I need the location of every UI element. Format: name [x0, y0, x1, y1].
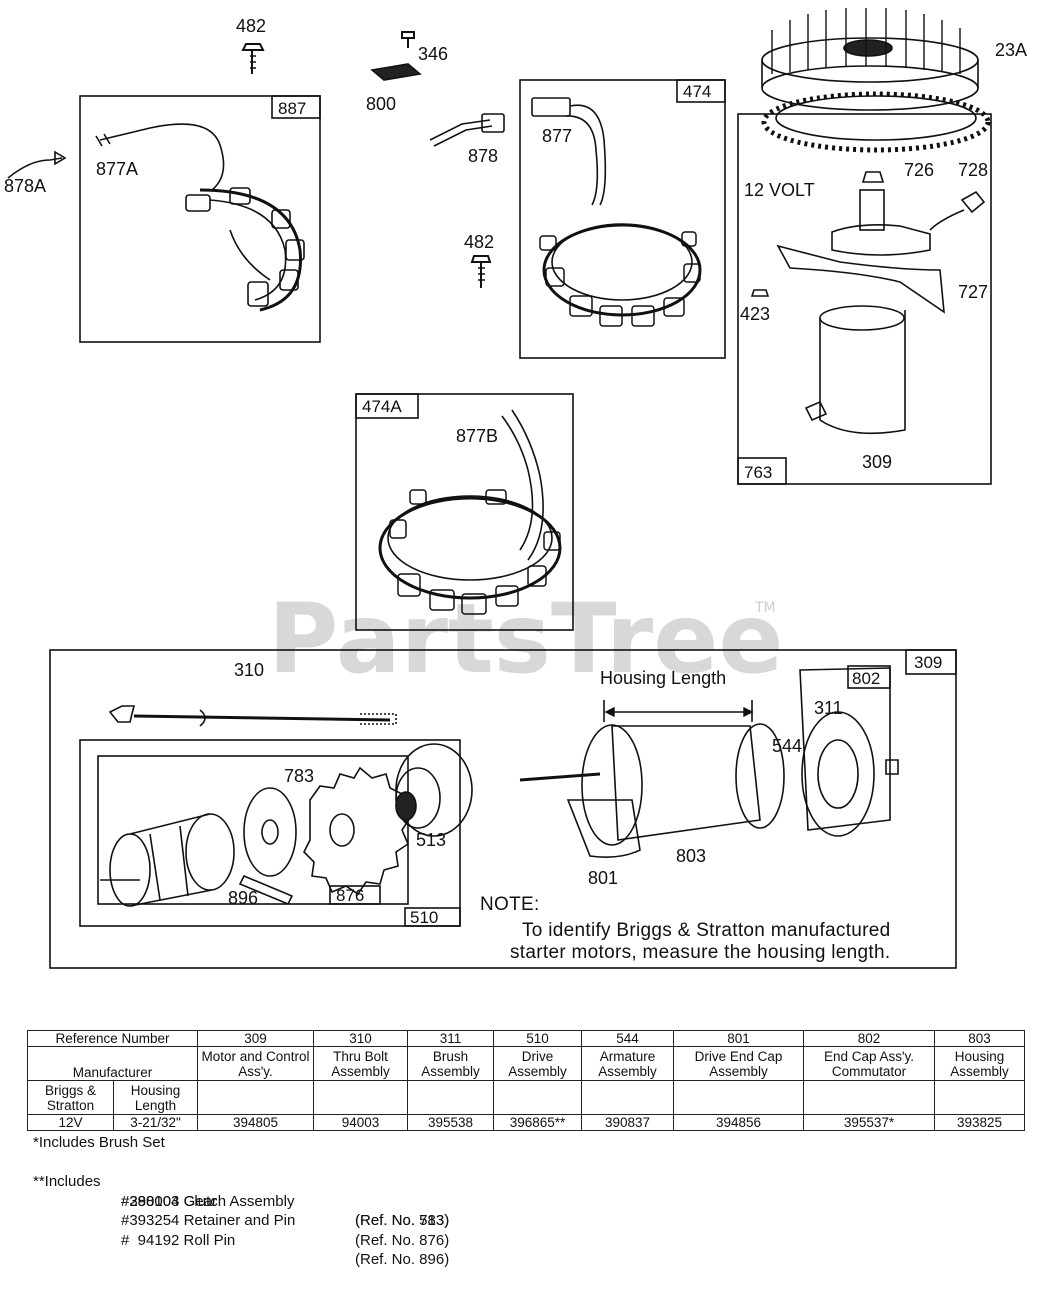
name-310: Thru Bolt Assembly: [313, 1046, 408, 1081]
footnote-brush-set: *Includes Brush Set: [33, 1134, 165, 1151]
label-housing-length: Housing Length: [600, 668, 726, 688]
box-474: [519, 79, 726, 359]
label-887: 887: [278, 99, 306, 118]
reference-table: Reference Number 309 310 311 510 544 801…: [27, 1030, 1025, 1131]
part-310: 94003: [313, 1114, 408, 1131]
part-309: 394805: [197, 1114, 314, 1131]
name-544: Armature Assembly: [581, 1046, 674, 1081]
briggs-stratton-header: Briggs & Stratton: [27, 1080, 114, 1115]
label-309-box: 309: [914, 653, 942, 672]
label-482-top: 482: [236, 16, 266, 36]
label-310: 310: [234, 660, 264, 680]
box-474a: [355, 393, 574, 631]
label-309-motor: 309: [862, 452, 892, 472]
note-line-1: To identify Briggs & Stratton manufactur…: [522, 920, 891, 941]
label-423: 423: [740, 304, 770, 324]
label-482-lower: 482: [464, 232, 494, 252]
ref-803: 803: [934, 1030, 1025, 1047]
footnote-item-part: # 94192 Roll Pin: [121, 1231, 236, 1249]
label-311: 311: [814, 698, 843, 718]
label-513: 513: [416, 830, 446, 850]
label-783: 783: [284, 766, 314, 786]
label-510: 510: [410, 908, 438, 927]
footnote-item-ref: (Ref. No. 783): [355, 1212, 450, 1229]
label-727: 727: [958, 282, 988, 302]
label-803: 803: [676, 846, 706, 866]
footnote-item-part: #280104 Gear: [121, 1192, 217, 1210]
manufacturer-header: Manufacturer: [27, 1046, 198, 1081]
label-876: 876: [336, 886, 364, 905]
box-309: [49, 649, 957, 969]
part-802: 395537*: [803, 1114, 935, 1131]
label-23a: 23A: [995, 40, 1027, 60]
ref-number-header: Reference Number: [27, 1030, 198, 1047]
note-title: NOTE:: [480, 894, 540, 915]
row-volt: 12V: [27, 1114, 114, 1131]
label-877: 877: [542, 126, 572, 146]
label-802: 802: [852, 669, 880, 688]
label-474a: 474A: [362, 397, 402, 416]
ref-310: 310: [313, 1030, 408, 1047]
name-803: Housing Assembly: [934, 1046, 1025, 1081]
housing-length-header: Housing Length: [113, 1080, 198, 1115]
footnote-item-part: #398003 Clutch Assembly: [121, 1192, 295, 1210]
label-544: 544: [772, 736, 802, 756]
box-763: [737, 113, 992, 485]
name-311: Brush Assembly: [407, 1046, 494, 1081]
ref-311: 311: [407, 1030, 494, 1047]
label-726: 726: [904, 160, 934, 180]
row-length: 3-21/32": [113, 1114, 198, 1131]
part-544: 390837: [581, 1114, 674, 1131]
name-510: Drive Assembly: [493, 1046, 582, 1081]
label-878a: 878A: [4, 176, 46, 196]
name-802: End Cap Ass'y. Commutator: [803, 1046, 935, 1081]
label-800: 800: [366, 94, 396, 114]
ref-801: 801: [673, 1030, 804, 1047]
footnote-item-ref: (Ref. No. 876): [355, 1231, 450, 1249]
label-12-volt: 12 VOLT: [744, 180, 815, 200]
label-896: 896: [228, 888, 258, 908]
part-801: 394856: [673, 1114, 804, 1131]
part-803: 393825: [934, 1114, 1025, 1131]
label-878: 878: [468, 146, 498, 166]
label-474: 474: [683, 82, 711, 101]
label-728: 728: [958, 160, 988, 180]
ref-510: 510: [493, 1030, 582, 1047]
label-877b: 877B: [456, 426, 498, 446]
label-346: 346: [418, 44, 448, 64]
ref-802: 802: [803, 1030, 935, 1047]
ref-309: 309: [197, 1030, 314, 1047]
watermark-tm: TM: [754, 600, 776, 616]
label-763: 763: [744, 463, 772, 482]
footnotes: *Includes Brush Set **Includes #398003 C…: [33, 1133, 449, 1268]
part-311: 395538: [407, 1114, 494, 1131]
label-877a: 877A: [96, 159, 138, 179]
footnote-item-part: #393254 Retainer and Pin: [121, 1212, 296, 1229]
label-801: 801: [588, 868, 618, 888]
footnote-includes: **Includes: [33, 1173, 101, 1190]
footnote-item-ref: (Ref. No. 896): [355, 1251, 450, 1268]
note-line-2: starter motors, measure the housing leng…: [510, 942, 890, 963]
part-510: 396865**: [493, 1114, 582, 1131]
watermark: PartsTree: [268, 583, 783, 695]
footnote-item-ref: (Ref. No. 513): [355, 1212, 450, 1229]
ref-544: 544: [581, 1030, 674, 1047]
name-801: Drive End Cap Assembly: [673, 1046, 804, 1081]
name-309: Motor and Control Ass'y.: [197, 1046, 314, 1081]
box-887: [79, 95, 321, 343]
